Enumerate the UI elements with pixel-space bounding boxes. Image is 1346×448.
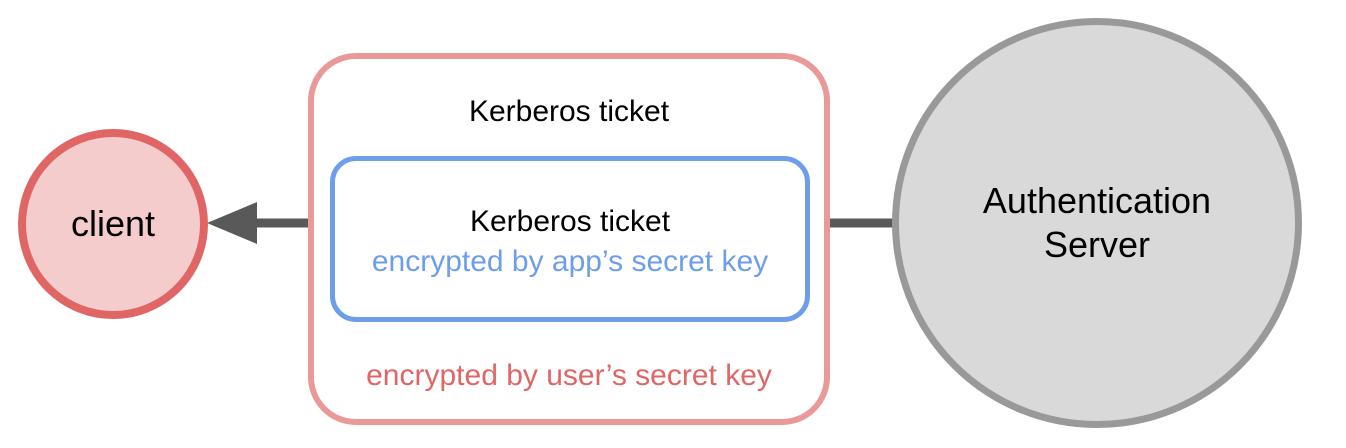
auth-server-node: Authentication Server <box>892 18 1302 428</box>
kerberos-ticket-outer-title: Kerberos ticket <box>468 95 670 128</box>
kerberos-ticket-inner-title: Kerberos ticket <box>469 205 671 238</box>
kerberos-ticket-inner-box: Kerberos ticket encrypted by app’s secre… <box>330 156 810 322</box>
auth-server-label-line1: Authentication <box>982 180 1212 221</box>
client-node: client <box>18 129 208 319</box>
outer-encryption-note: encrypted by user’s secret key <box>366 359 772 392</box>
client-label: client <box>70 203 156 244</box>
inner-encryption-note: encrypted by app’s secret key <box>371 245 769 278</box>
arrow-head-icon <box>207 202 257 244</box>
auth-server-label-line2: Server <box>1043 224 1151 265</box>
